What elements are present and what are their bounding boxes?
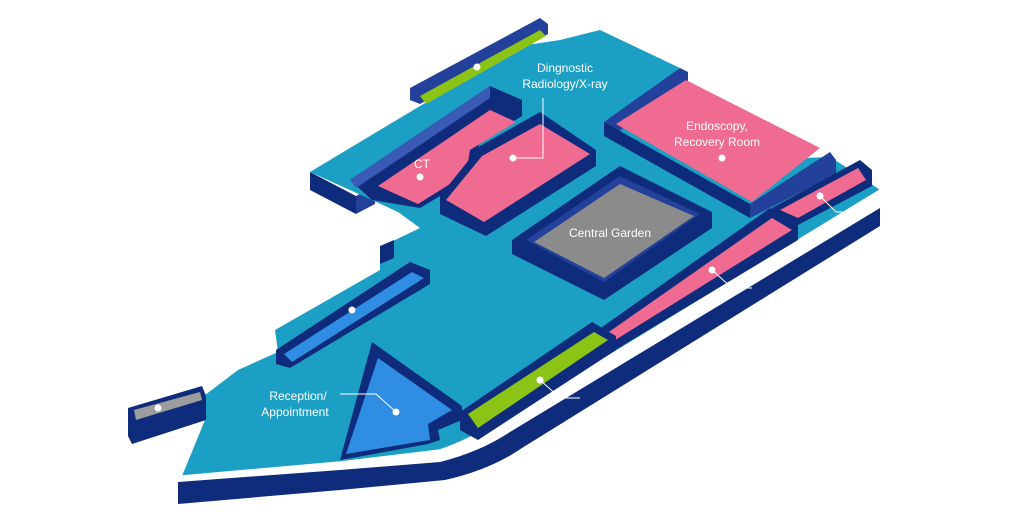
left-blue-stub (380, 240, 394, 264)
central-garden (512, 166, 712, 300)
green-bottom-leader (539, 379, 580, 399)
room-reception (340, 342, 462, 460)
room-right-long-pink (598, 208, 798, 352)
marker-bottom-green[interactable] (536, 376, 544, 384)
ct-wall-inner-light (350, 86, 490, 188)
left-blue-floor (284, 272, 424, 362)
reception-floor (346, 358, 452, 454)
room-right-small-pink (772, 160, 872, 226)
label-endoscopy-line1: Endoscopy, (686, 119, 748, 133)
radiology-floor (446, 124, 590, 222)
point-markers (154, 63, 824, 416)
radiology-leader (513, 98, 544, 159)
room-ct (350, 86, 522, 208)
label-ct: CT (414, 157, 431, 171)
endoscopy-wall-right (750, 152, 836, 218)
marker-right-long[interactable] (708, 266, 716, 274)
room-grey-small (128, 386, 206, 444)
endoscopy-wall-front (604, 122, 750, 218)
marker-grey[interactable] (154, 404, 162, 412)
base-left-wing-wall (310, 172, 356, 214)
right-small-leader (819, 195, 860, 213)
label-garden: Central Garden (569, 226, 651, 240)
top-green-wall-back (410, 18, 548, 104)
garden-floor (534, 184, 694, 278)
marker-reception[interactable] (392, 408, 400, 416)
top-green-floor (420, 30, 546, 104)
right-small-floor (780, 168, 866, 218)
marker-endoscopy[interactable] (718, 154, 726, 162)
room-left-blue-corridor (276, 240, 430, 368)
leader-lines (340, 98, 860, 413)
room-top-green (410, 18, 548, 104)
text-labels: Dingnostic Radiology/X-ray CT Endoscopy,… (261, 61, 760, 419)
room-radiology (440, 112, 596, 236)
endoscopy-floor (616, 80, 820, 202)
marker-right-small[interactable] (816, 192, 824, 200)
label-radiology-line1: Dingnostic (537, 61, 593, 75)
right-long-floor (606, 218, 792, 342)
room-endoscopy (604, 68, 836, 218)
reception-leader (340, 393, 397, 413)
label-endoscopy-line2: Recovery Room (674, 135, 760, 149)
marker-left-blue[interactable] (348, 306, 356, 314)
label-reception-line1: Reception/ (269, 389, 327, 403)
label-reception-line2: Appointment (261, 405, 329, 419)
label-radiology-line2: Radiology/X-ray (522, 77, 607, 91)
marker-radiology[interactable] (509, 154, 517, 162)
right-long-leader (711, 269, 752, 289)
marker-top-green[interactable] (473, 63, 481, 71)
grey-floor (134, 392, 202, 420)
ct-floor (378, 110, 516, 204)
marker-ct[interactable] (416, 173, 424, 181)
